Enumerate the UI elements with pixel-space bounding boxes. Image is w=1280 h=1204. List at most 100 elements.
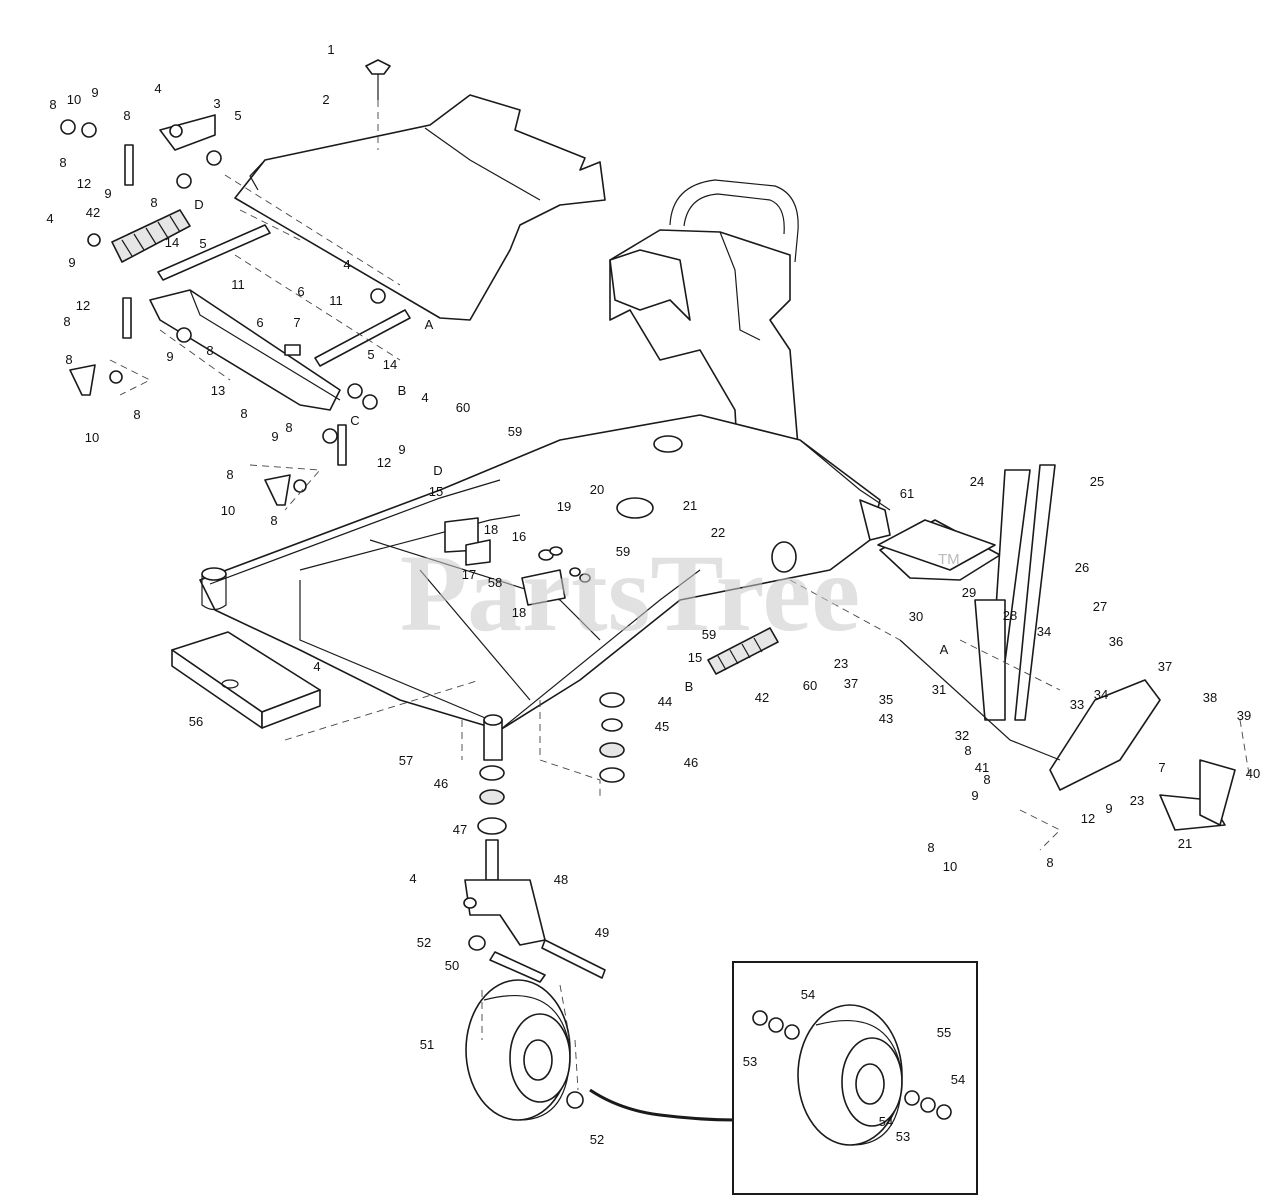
callout-label: 58 xyxy=(488,575,502,590)
floor-plate xyxy=(234,94,606,321)
battery-tray xyxy=(171,631,321,729)
callout-label: D xyxy=(194,197,203,212)
callout-label: B xyxy=(398,383,407,398)
callout-label: 8 xyxy=(206,343,213,358)
callout-label: B xyxy=(685,679,694,694)
caster-assembly xyxy=(463,700,606,983)
callout-label: 8 xyxy=(285,420,292,435)
callout-label: 14 xyxy=(165,235,179,250)
callout-label: 8 xyxy=(123,108,130,123)
callout-label: 52 xyxy=(590,1132,604,1147)
main-frame xyxy=(199,414,891,731)
callout-label: 19 xyxy=(557,499,571,514)
callout-label: 53 xyxy=(896,1129,910,1144)
callout-label: 37 xyxy=(844,676,858,691)
callout-label: 8 xyxy=(240,406,247,421)
callout-label: 3 xyxy=(213,96,220,111)
callout-label: 45 xyxy=(655,719,669,734)
callout-label: 11 xyxy=(329,293,343,308)
callout-label: 46 xyxy=(684,755,698,770)
left-hardware xyxy=(60,114,386,511)
callout-label: 4 xyxy=(409,871,416,886)
callout-label: C xyxy=(350,413,359,428)
callout-label: 12 xyxy=(76,298,90,313)
callout-label: 8 xyxy=(133,407,140,422)
callout-label: 9 xyxy=(1105,801,1112,816)
callout-label: 34 xyxy=(1037,624,1051,639)
callout-label: 33 xyxy=(1070,697,1084,712)
callout-label: 55 xyxy=(937,1025,951,1040)
callout-label: 15 xyxy=(688,650,702,665)
callout-label: 6 xyxy=(256,315,263,330)
callout-label: 10 xyxy=(85,430,99,445)
callout-label: 8 xyxy=(983,772,990,787)
callout-label: 17 xyxy=(462,567,476,582)
assembly-linework xyxy=(60,59,1251,1195)
callout-label: 32 xyxy=(955,728,969,743)
right-pedal-assembly xyxy=(879,464,1236,831)
callout-label: 9 xyxy=(971,788,978,803)
callout-label: A xyxy=(940,642,949,657)
callout-label: 10 xyxy=(67,92,81,107)
callout-label: 27 xyxy=(1093,599,1107,614)
center-spring xyxy=(707,627,779,675)
wheel xyxy=(465,979,736,1122)
callout-label: 48 xyxy=(554,872,568,887)
callout-label: 38 xyxy=(1203,690,1217,705)
callout-label: 49 xyxy=(595,925,609,940)
bearing-stack xyxy=(599,692,625,783)
callout-label: 4 xyxy=(343,257,350,272)
callout-label: 9 xyxy=(166,349,173,364)
callout-label: 8 xyxy=(150,195,157,210)
callout-label: 22 xyxy=(711,525,725,540)
callout-label: 4 xyxy=(313,659,320,674)
callout-label: 14 xyxy=(383,357,397,372)
callout-label: 4 xyxy=(46,211,53,226)
callout-label: 5 xyxy=(199,236,206,251)
cross-shaft xyxy=(149,289,341,411)
callout-label: 12 xyxy=(377,455,391,470)
watermark: PartsTree xyxy=(400,532,860,654)
callout-label: 21 xyxy=(683,498,697,513)
callout-label: 39 xyxy=(1237,708,1251,723)
inset-wheel-detail xyxy=(732,961,978,1195)
callout-label: 60 xyxy=(456,400,470,415)
callout-label: 56 xyxy=(189,714,203,729)
callout-label: 8 xyxy=(59,155,66,170)
tie-rods xyxy=(157,224,411,367)
assembly-leader-lines xyxy=(224,174,1251,1091)
callout-label: 41 xyxy=(975,760,989,775)
callout-label: 54 xyxy=(801,987,815,1002)
callout-label: 57 xyxy=(399,753,413,768)
callout-label: 54 xyxy=(951,1072,965,1087)
callout-label: 26 xyxy=(1075,560,1089,575)
callout-label: 8 xyxy=(49,97,56,112)
callout-label: 42 xyxy=(755,690,769,705)
callout-label: 23 xyxy=(834,656,848,671)
callout-label: 2 xyxy=(322,92,329,107)
callout-label: D xyxy=(433,463,442,478)
callout-label: 8 xyxy=(65,352,72,367)
callout-label: 1 xyxy=(327,42,334,57)
callout-label: 15 xyxy=(429,484,443,499)
callout-label: 8 xyxy=(270,513,277,528)
callout-label: 60 xyxy=(803,678,817,693)
callout-label: 4 xyxy=(421,390,428,405)
callout-label: 8 xyxy=(226,467,233,482)
callout-label: 29 xyxy=(962,585,976,600)
callout-label: 7 xyxy=(293,315,300,330)
left-spring xyxy=(111,209,191,263)
callout-label: 59 xyxy=(702,627,716,642)
callout-label: 51 xyxy=(420,1037,434,1052)
callout-label: 6 xyxy=(297,284,304,299)
knob xyxy=(365,59,391,150)
callout-label: 59 xyxy=(616,544,630,559)
callout-label: 24 xyxy=(970,474,984,489)
callout-label: 53 xyxy=(743,1054,757,1069)
callout-label: 21 xyxy=(1178,836,1192,851)
callout-label: 11 xyxy=(231,277,245,292)
callout-label: 43 xyxy=(879,711,893,726)
callout-label: 16 xyxy=(512,529,526,544)
callout-label: 8 xyxy=(1046,855,1053,870)
